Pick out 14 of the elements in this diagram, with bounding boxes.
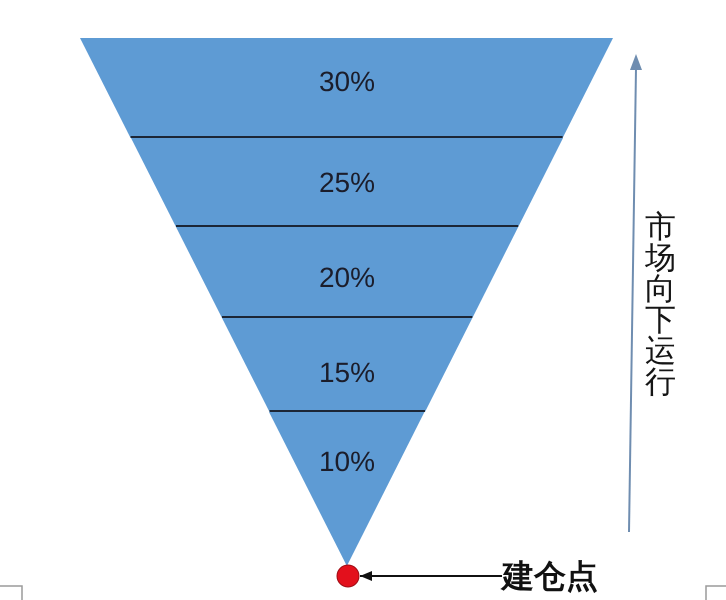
- percentage-label: 15%: [318, 358, 375, 388]
- percentage-label: 25%: [318, 168, 375, 198]
- funnel-band: [130, 138, 563, 227]
- entry-point-label: 建仓点: [502, 556, 598, 596]
- percentage-label: 20%: [318, 263, 375, 293]
- funnel-band: [80, 38, 613, 138]
- entry-point-dot: [336, 564, 360, 588]
- percentage-label: 10%: [318, 447, 376, 477]
- percentage-label: 30%: [318, 67, 376, 97]
- funnel-band: [222, 318, 472, 412]
- side-label: 市场向下运行: [645, 212, 676, 398]
- arrow: [360, 571, 502, 581]
- funnel-band: [176, 227, 518, 318]
- funnel-band: [269, 412, 425, 566]
